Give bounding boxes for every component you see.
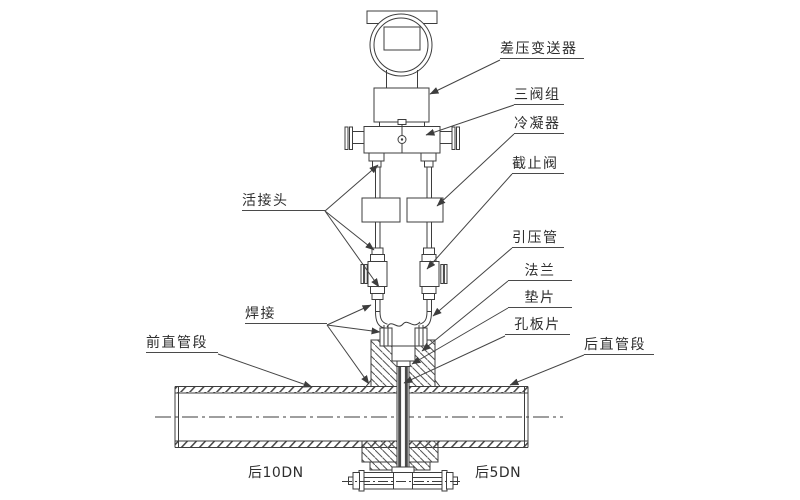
label-flange: 法兰 (508, 264, 572, 281)
transmitter (344, 10, 460, 168)
orifice-plate (391, 366, 415, 477)
label-welding: 焊接 (245, 307, 327, 324)
transmitter-display (383, 26, 421, 51)
impulse-line-left (360, 165, 401, 329)
label-impulse-pipe: 引压管 (512, 231, 564, 248)
label-condenser: 冷凝器 (514, 117, 564, 134)
orifice-flange-upper (365, 325, 441, 387)
stop-valve-left (367, 261, 388, 287)
impulse-line-right (406, 165, 448, 329)
label-rear-straight-pipe: 后直管段 (584, 338, 654, 355)
label-gasket: 垫片 (508, 291, 572, 308)
flange-bolt (342, 470, 462, 492)
label-transmitter: 差压变送器 (500, 42, 584, 59)
condenser-right (406, 197, 444, 223)
leader-lines (217, 59, 585, 388)
label-union-joint: 活接头 (242, 194, 325, 211)
condenser-left (361, 197, 401, 223)
break-line (386, 321, 421, 328)
main-pipe (155, 386, 563, 448)
label-right-dimension: 后5DN (475, 465, 522, 481)
label-orifice-plate: 孔板片 (505, 318, 570, 335)
label-front-straight-pipe: 前直管段 (146, 336, 218, 353)
label-three-valve-manifold: 三阀组 (514, 88, 564, 105)
stop-valve-right (419, 261, 440, 287)
label-stop-valve: 截止阀 (512, 157, 564, 174)
label-left-dimension: 后10DN (248, 465, 304, 481)
